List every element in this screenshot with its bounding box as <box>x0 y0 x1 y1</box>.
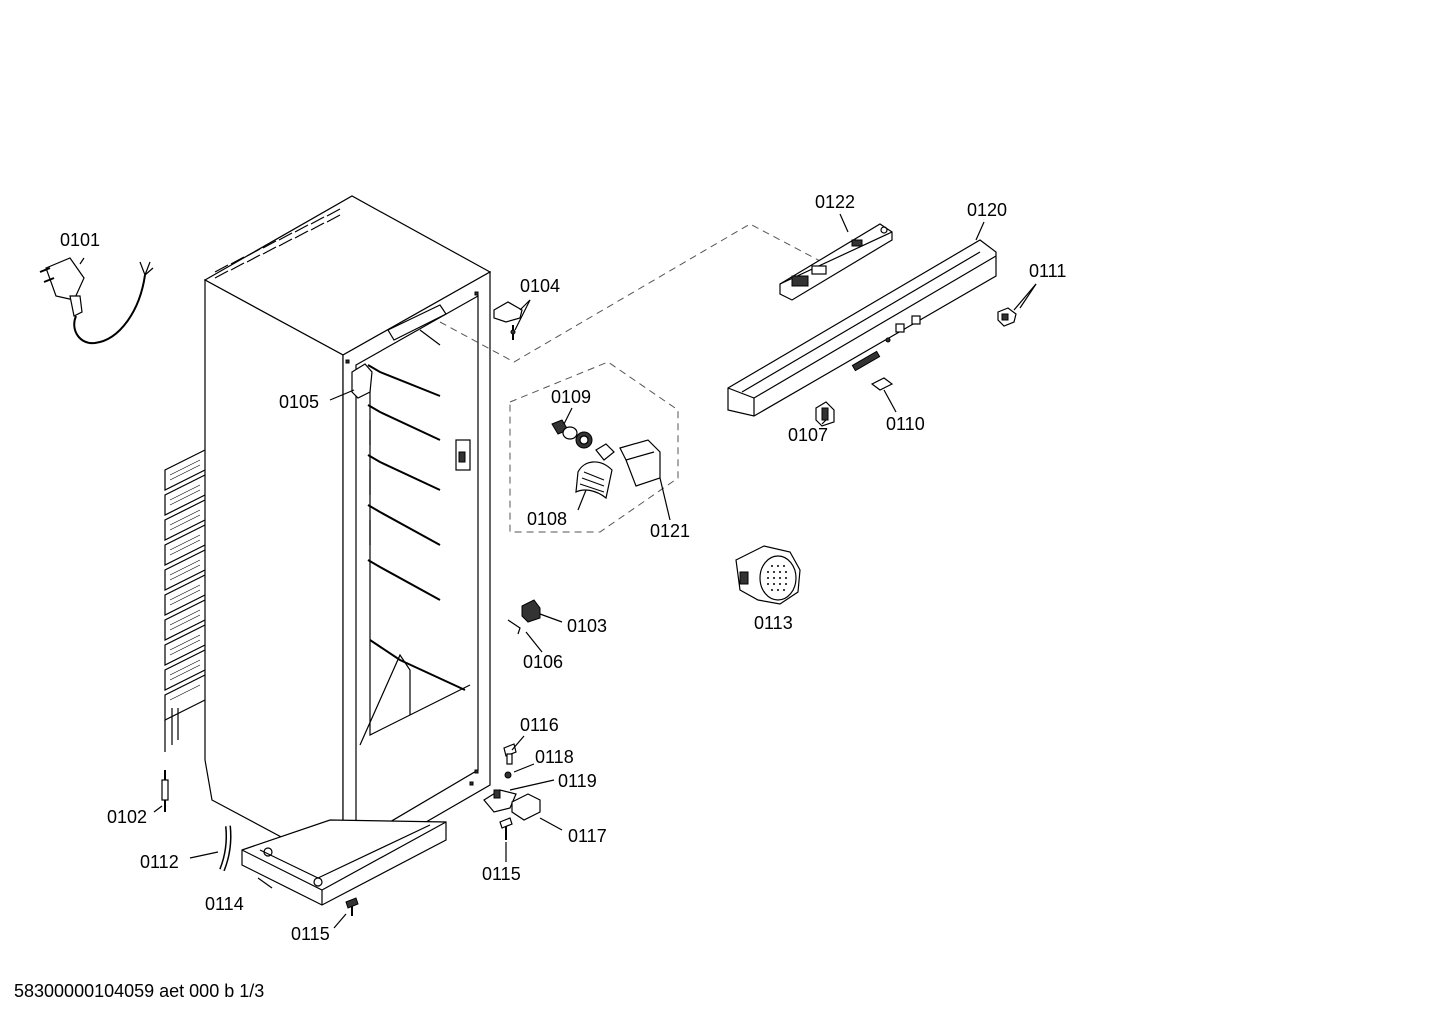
callout-0113: 0113 <box>754 613 793 633</box>
screw-0115-hinge <box>499 817 513 840</box>
callout-0108: 0108 <box>527 509 568 529</box>
callout-0101: 0101 <box>60 230 101 250</box>
power-cord <box>39 257 154 345</box>
callout-0111: 0111 <box>1029 261 1067 281</box>
callout-0114: 0114 <box>205 894 244 914</box>
callout-0116: 0116 <box>520 715 559 735</box>
condenser-coil <box>161 449 206 812</box>
callout-0104: 0104 <box>520 276 561 296</box>
callout-0109: 0109 <box>551 387 592 407</box>
callout-0117: 0117 <box>568 826 607 846</box>
callout-0115-base: 0115 <box>291 924 330 944</box>
cabinet-housing <box>203 195 492 872</box>
callout-0105: 0105 <box>279 392 320 412</box>
callout-0102: 0102 <box>107 807 148 827</box>
leader-lines <box>79 213 1037 929</box>
connector-dashed-line <box>439 223 823 363</box>
callout-0110: 0110 <box>886 414 925 434</box>
callout-0115-hinge: 0115 <box>482 864 521 884</box>
callout-0119: 0119 <box>558 771 597 791</box>
bracket-0104 <box>493 301 523 340</box>
lamp-0111 <box>997 307 1017 327</box>
callout-0121: 0121 <box>650 521 691 541</box>
bottom-hinge-group <box>483 743 541 821</box>
callout-0120: 0120 <box>967 200 1008 220</box>
callout-0107: 0107 <box>788 425 829 445</box>
lamp-assembly-outline <box>509 361 679 533</box>
screw-0115-base <box>345 897 359 916</box>
callout-0103: 0103 <box>567 616 608 636</box>
switch-0103 <box>507 599 541 635</box>
knob-0107 <box>815 401 835 427</box>
callout-0112: 0112 <box>140 852 179 872</box>
control-panel <box>727 239 997 417</box>
lamp-assembly <box>551 419 661 500</box>
button-0110 <box>870 377 894 391</box>
callout-0106: 0106 <box>523 652 564 672</box>
callout-0118: 0118 <box>535 747 574 767</box>
callout-0122: 0122 <box>815 192 856 212</box>
base-plate <box>241 819 447 906</box>
document-id-footer: 58300000104059 aet 000 b 1/3 <box>14 981 265 1001</box>
control-pcb <box>779 223 893 301</box>
fan-cover <box>735 545 801 605</box>
